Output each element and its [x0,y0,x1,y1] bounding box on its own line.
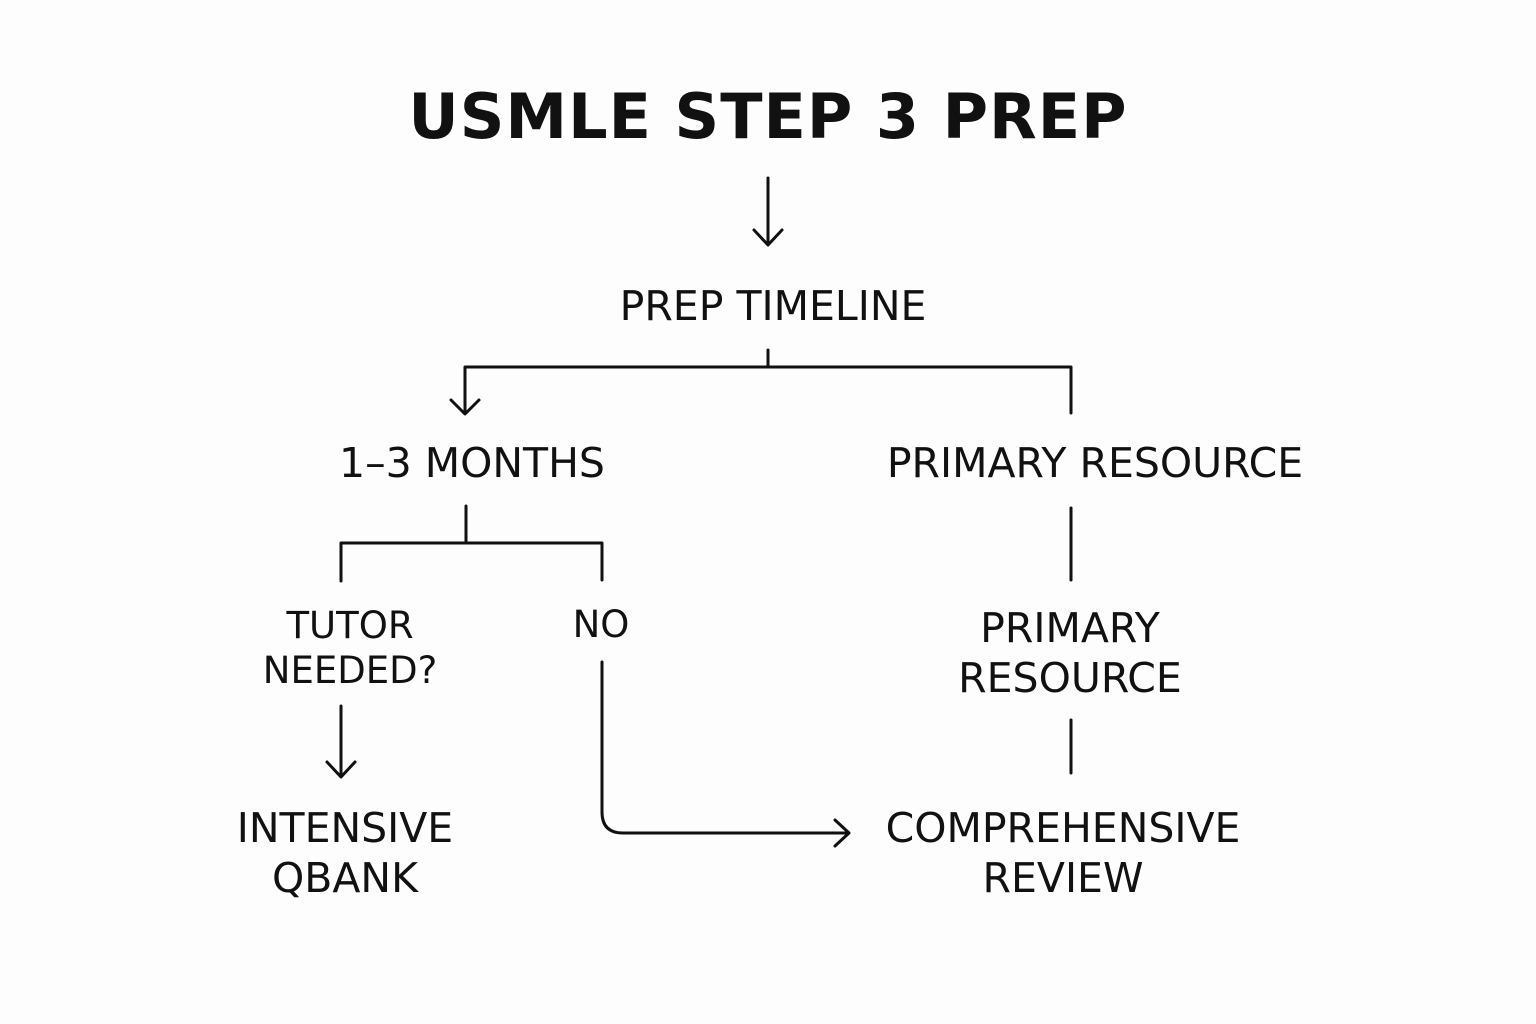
node-comprehensive-review: COMPREHENSIVE REVIEW [838,803,1288,904]
node-1-3-months: 1–3 MONTHS [339,439,605,487]
node-intensive-qbank: INTENSIVE QBANK [170,803,520,904]
node-tutor-needed-line1: TUTOR [286,604,414,647]
node-tutor-needed-line2: NEEDED? [262,649,438,693]
node-comprehensive-review-line2: REVIEW [982,854,1144,903]
arrow-tutor-to-qbank [325,704,357,779]
node-intensive-qbank-line2: QBANK [271,854,418,903]
node-primary-resource-line1: PRIMARY [980,604,1160,652]
node-primary-resource-line2: RESOURCE [958,654,1182,703]
connector-months-branches [339,504,604,583]
node-no: NO [572,603,630,646]
node-primary-resource-header: PRIMARY RESOURCE [886,439,1304,487]
node-prep-timeline: PREP TIMELINE [619,282,927,330]
node-intensive-qbank-line1: INTENSIVE [236,804,454,852]
arrow-title-to-timeline [752,176,784,247]
arrow-no-to-review [600,660,851,848]
node-primary-resource: PRIMARY RESOURCE [880,603,1260,704]
diagram-title: USMLE STEP 3 PREP [408,80,1128,153]
connector-timeline-branches [449,348,1073,416]
node-tutor-needed: TUTOR NEEDED? [200,603,500,693]
node-comprehensive-review-line1: COMPREHENSIVE [885,804,1241,852]
